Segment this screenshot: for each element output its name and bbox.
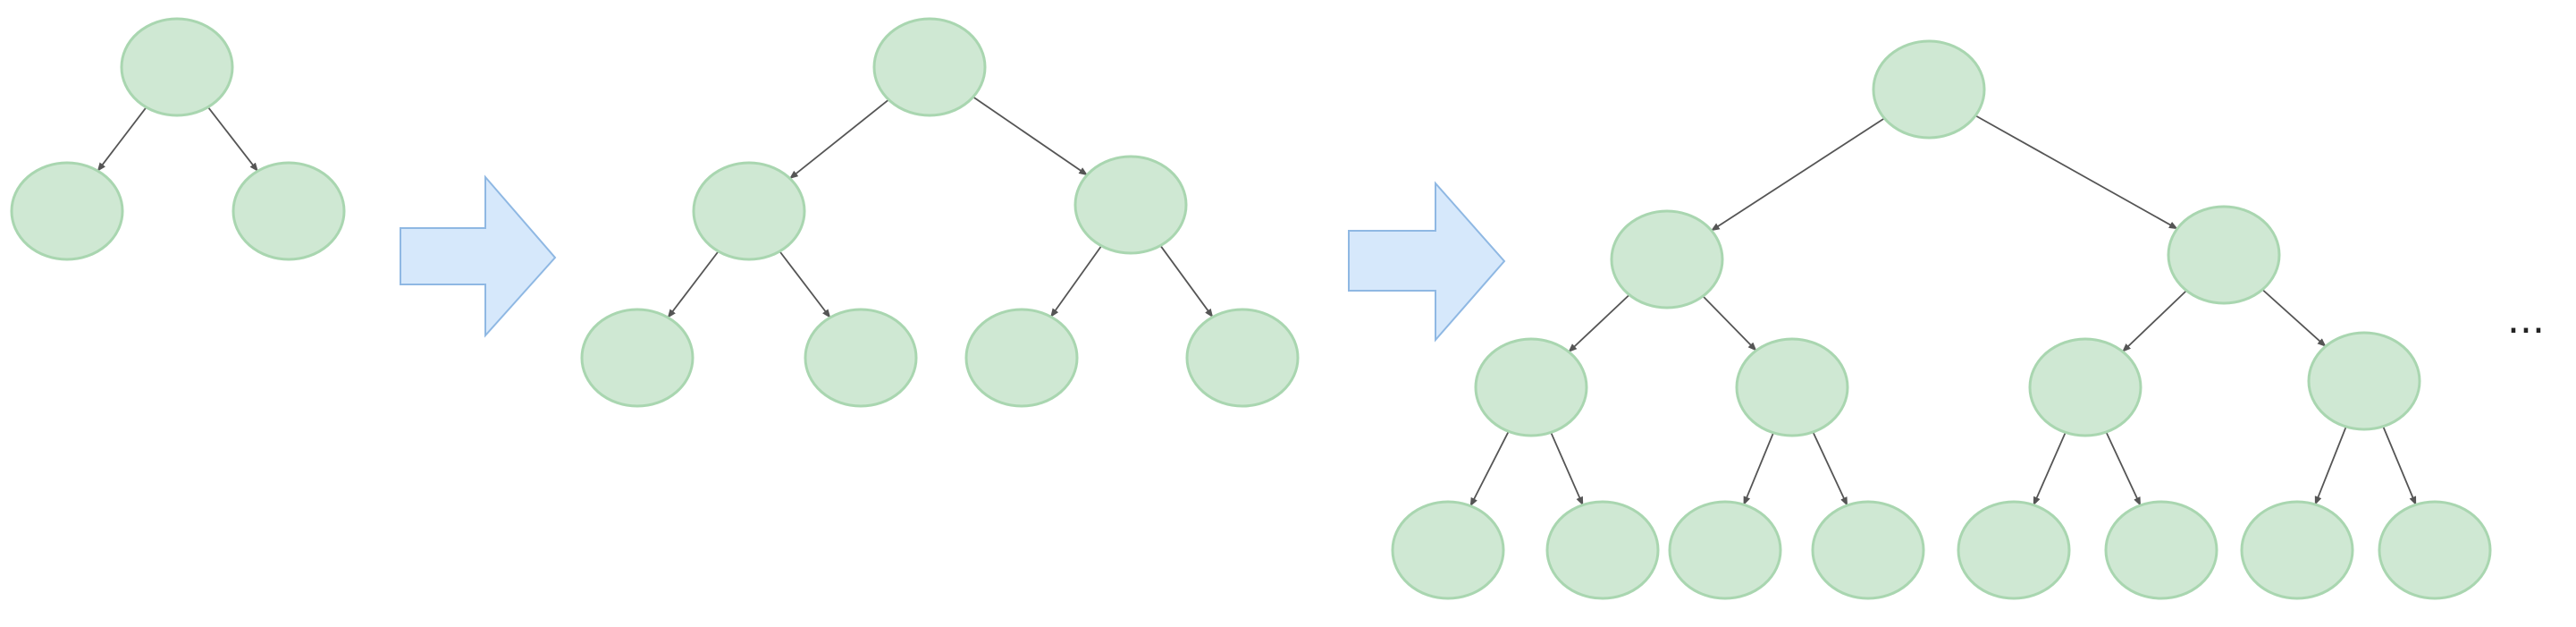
tree-3-edge [2314, 426, 2347, 505]
tree-3-node [1872, 39, 1986, 140]
tree-3-edge [1469, 430, 1510, 507]
tree-1-node [10, 161, 124, 261]
tree-3-node [1668, 500, 1782, 600]
tree-2-node [804, 308, 918, 408]
tree-2-edge [779, 250, 831, 318]
tree-3-edge [2122, 290, 2187, 352]
tree-3-node [2240, 500, 2354, 600]
tree-2-edge [788, 98, 889, 180]
tree-3-node [1391, 500, 1505, 600]
tree-3-node [2167, 205, 2281, 305]
tree-2-node [1185, 308, 1300, 408]
tree-3-edge [1743, 432, 1774, 506]
tree-3-node [1957, 500, 2071, 600]
transition-arrow-1 [400, 174, 557, 338]
tree-3-node [1735, 337, 1849, 437]
tree-2-edge [1159, 245, 1214, 318]
tree-3-edge [1550, 432, 1584, 506]
tree-3-edge [2382, 426, 2417, 506]
continuation-ellipsis: ... [2507, 297, 2545, 343]
tree-2-edge [667, 250, 720, 318]
transition-arrow-2 [1348, 181, 1506, 343]
tree-1-edge [97, 106, 147, 172]
tree-1-node [232, 161, 346, 261]
tree-depth-3 [1391, 39, 2492, 600]
tree-3-node [2378, 500, 2492, 600]
tree-2-edge [972, 96, 1089, 176]
tree-3-edge [1974, 114, 2178, 230]
tree-3-node [1610, 209, 1724, 309]
tree-3-node [1811, 500, 1925, 600]
tree-2-node [692, 161, 806, 261]
tree-depth-2 [580, 17, 1300, 408]
tree-3-edge [1812, 431, 1848, 506]
tree-2-node [872, 17, 987, 117]
tree-2-node [580, 308, 695, 408]
tree-3-node [2307, 331, 2421, 431]
tree-3-node [2104, 500, 2218, 600]
tree-3-node [1474, 337, 1588, 437]
tree-3-edge [1568, 293, 1630, 353]
tree-2-node [964, 308, 1079, 408]
tree-3-edge [1710, 117, 1885, 232]
tree-3-edge [2033, 432, 2067, 506]
tree-3-edge [2261, 289, 2327, 347]
tree-3-node [2028, 337, 2142, 437]
tree-3-edge [2105, 431, 2142, 506]
tree-2-edge [1049, 245, 1103, 318]
tree-2-node [1073, 155, 1188, 255]
tree-1-node [120, 17, 234, 117]
tree-depth-1 [10, 17, 346, 261]
tree-1-edge [207, 106, 258, 173]
tree-3-edge [1702, 295, 1757, 352]
tree-3-node [1545, 500, 1660, 600]
